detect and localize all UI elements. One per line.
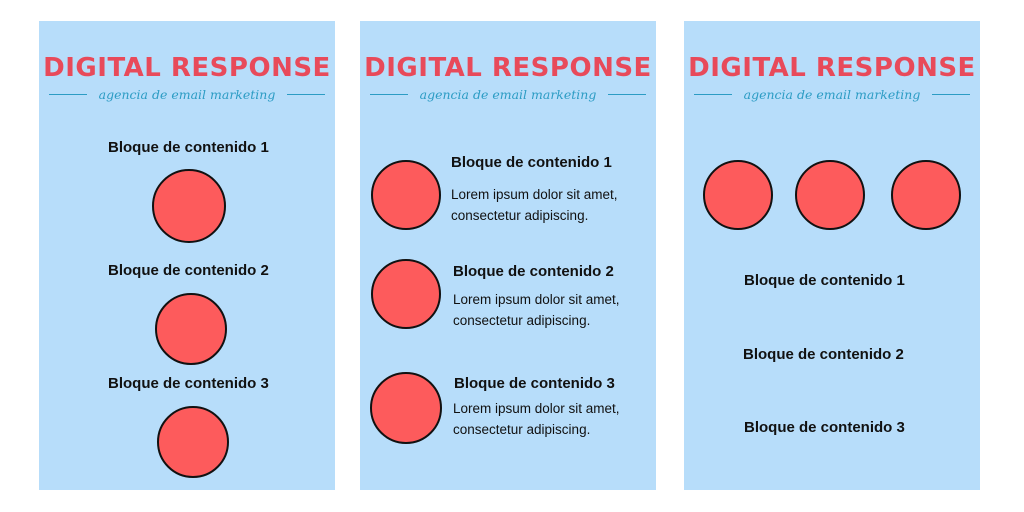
content-circle-1 <box>703 160 773 230</box>
block-title-1: Bloque de contenido 1 <box>451 154 612 171</box>
layout-panel-stacked: DIGITAL RESPONSE agencia de email market… <box>39 21 335 490</box>
block-body-line-1: Lorem ipsum dolor sit amet, <box>453 292 620 307</box>
block-title-2: Bloque de contenido 2 <box>743 346 904 363</box>
tagline-divider-left <box>48 93 87 95</box>
brand-header: DIGITAL RESPONSE agencia de email market… <box>39 53 335 103</box>
block-body-1: Lorem ipsum dolor sit amet, consectetur … <box>451 184 618 226</box>
block-body-3: Lorem ipsum dolor sit amet, consectetur … <box>453 398 620 440</box>
block-title-3: Bloque de contenido 3 <box>454 375 615 392</box>
brand-title: DIGITAL RESPONSE <box>364 53 652 83</box>
tagline-divider-left <box>369 93 408 95</box>
block-title-3: Bloque de contenido 3 <box>108 375 269 392</box>
layout-panel-row: DIGITAL RESPONSE agencia de email market… <box>684 21 980 490</box>
content-circle-1 <box>152 169 226 243</box>
content-circle-2 <box>371 259 441 329</box>
brand-header: DIGITAL RESPONSE agencia de email market… <box>360 53 656 103</box>
content-circle-3 <box>891 160 961 230</box>
brand-header: DIGITAL RESPONSE agencia de email market… <box>684 53 980 103</box>
block-title-2: Bloque de contenido 2 <box>453 263 614 280</box>
tagline-divider-right <box>608 93 647 95</box>
brand-tagline: agencia de email marketing <box>98 86 276 102</box>
block-title-1: Bloque de contenido 1 <box>744 272 905 289</box>
content-circle-3 <box>370 372 442 444</box>
content-circle-1 <box>371 160 441 230</box>
brand-title: DIGITAL RESPONSE <box>43 53 331 83</box>
block-body-line-1: Lorem ipsum dolor sit amet, <box>453 401 620 416</box>
content-circle-2 <box>795 160 865 230</box>
block-body-line-2: consectetur adipiscing. <box>453 422 591 437</box>
block-title-2: Bloque de contenido 2 <box>108 262 269 279</box>
brand-tagline: agencia de email marketing <box>419 86 597 102</box>
brand-tagline-row: agencia de email marketing <box>39 85 335 103</box>
tagline-divider-right <box>287 93 326 95</box>
tagline-divider-right <box>932 93 971 95</box>
layout-panel-side-by-side: DIGITAL RESPONSE agencia de email market… <box>360 21 656 490</box>
brand-tagline: agencia de email marketing <box>743 86 921 102</box>
content-circle-3 <box>157 406 229 478</box>
block-body-line-2: consectetur adipiscing. <box>451 208 589 223</box>
block-body-line-1: Lorem ipsum dolor sit amet, <box>451 187 618 202</box>
block-body-2: Lorem ipsum dolor sit amet, consectetur … <box>453 289 620 331</box>
block-title-1: Bloque de contenido 1 <box>108 139 269 156</box>
content-circle-2 <box>155 293 227 365</box>
brand-tagline-row: agencia de email marketing <box>360 85 656 103</box>
brand-tagline-row: agencia de email marketing <box>684 85 980 103</box>
brand-title: DIGITAL RESPONSE <box>688 53 976 83</box>
tagline-divider-left <box>693 93 732 95</box>
block-body-line-2: consectetur adipiscing. <box>453 313 591 328</box>
block-title-3: Bloque de contenido 3 <box>744 419 905 436</box>
